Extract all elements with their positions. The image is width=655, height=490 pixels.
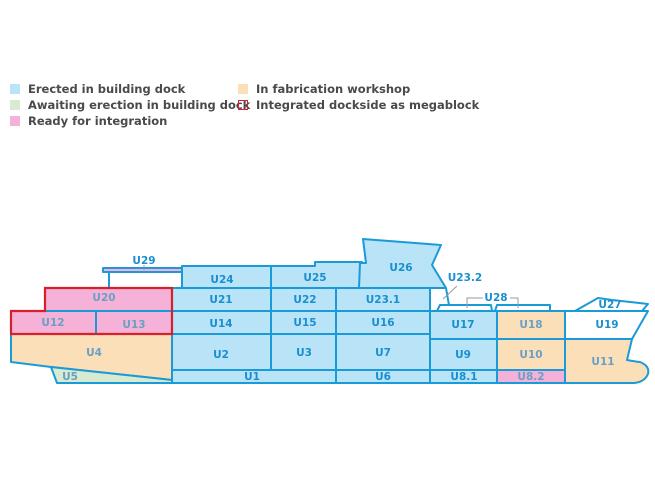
block-U3: [270, 333, 337, 371]
label-U27: U27: [598, 299, 621, 311]
label-U9: U9: [455, 349, 471, 361]
label-U1: U1: [244, 371, 260, 383]
label-U8-1: U8.1: [450, 371, 477, 383]
megablock-outline: [9, 286, 174, 336]
block-U29: [102, 267, 183, 273]
legend-label: Integrated dockside as megablock: [256, 98, 480, 112]
label-U11: U11: [591, 356, 614, 368]
label-U15: U15: [293, 317, 316, 329]
label-U25: U25: [303, 272, 326, 284]
legend-item-erected: Erected in building dock: [10, 82, 185, 96]
label-U14: U14: [209, 318, 232, 330]
label-U5: U5: [62, 371, 78, 383]
leader-line-U28-right: [510, 297, 519, 308]
label-U28: U28: [484, 292, 507, 304]
label-U12: U12: [41, 317, 64, 329]
label-U3: U3: [296, 347, 312, 359]
leader-line-U23-2: [442, 285, 458, 300]
block-U8-2: [496, 369, 566, 384]
legend-label: Awaiting erection in building dock: [28, 98, 251, 112]
legend-swatch-awaiting: [10, 100, 20, 110]
label-U29: U29: [132, 255, 155, 267]
legend-swatch-erected: [10, 84, 20, 94]
label-U10: U10: [519, 349, 542, 361]
legend-item-awaiting: Awaiting erection in building dock: [10, 98, 250, 112]
leader-line-U28-left: [466, 297, 483, 308]
block-U7: [335, 333, 431, 371]
label-U16: U16: [371, 317, 394, 329]
label-U17: U17: [451, 319, 474, 331]
block-U11: [564, 338, 650, 384]
label-U4: U4: [86, 347, 102, 359]
label-U21: U21: [209, 294, 232, 306]
block-U26: [358, 238, 447, 289]
legend-item-ready: Ready for integration: [10, 114, 167, 128]
label-U23-2: U23.2: [448, 272, 482, 284]
label-U22: U22: [293, 294, 316, 306]
label-U6: U6: [375, 371, 391, 383]
legend-swatch-fabrication: [238, 84, 248, 94]
label-U23-1: U23.1: [366, 294, 400, 306]
label-U2: U2: [213, 349, 229, 361]
legend-label: Ready for integration: [28, 114, 168, 128]
label-U24: U24: [210, 274, 233, 286]
label-U20: U20: [92, 292, 115, 304]
label-U18: U18: [519, 319, 542, 331]
label-U26: U26: [389, 262, 412, 274]
legend-item-megablock: Integrated dockside as megablock: [238, 98, 479, 112]
legend-swatch-ready: [10, 116, 20, 126]
legend-item-fabrication: In fabrication workshop: [238, 82, 410, 96]
legend-label: In fabrication workshop: [256, 82, 411, 96]
label-U19: U19: [595, 319, 618, 331]
label-U8-2: U8.2: [517, 371, 544, 383]
label-U13: U13: [122, 319, 145, 331]
block-U18: [496, 310, 566, 340]
legend-swatch-megablock: [238, 100, 248, 110]
label-U7: U7: [375, 347, 391, 359]
legend-label: Erected in building dock: [28, 82, 186, 96]
